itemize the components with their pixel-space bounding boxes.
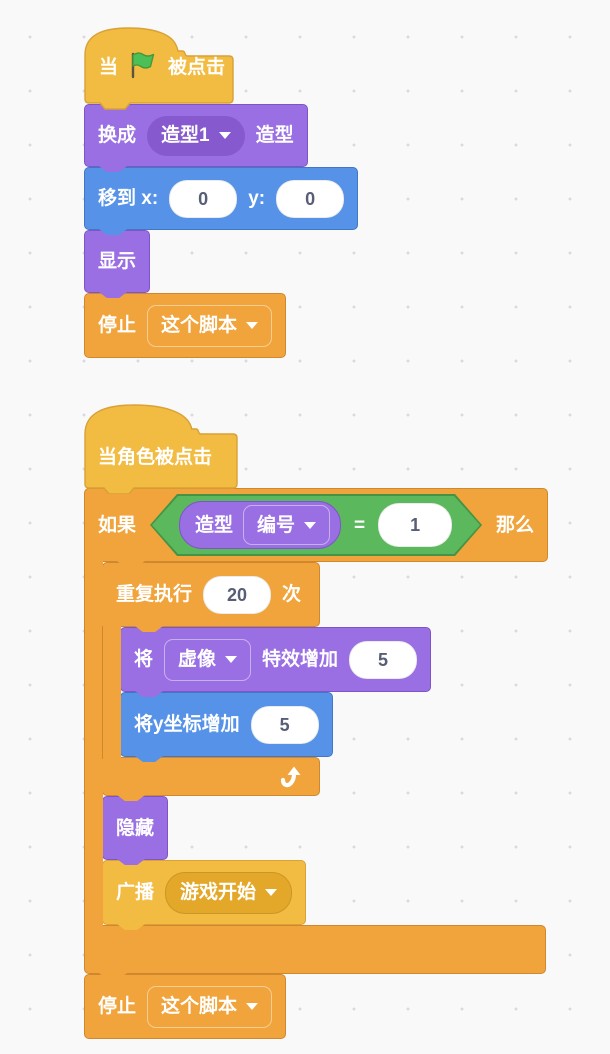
- block-tab: [135, 626, 163, 632]
- green-flag-icon: [131, 52, 155, 79]
- block-tab: [117, 561, 145, 567]
- caret-down-icon: [225, 656, 238, 663]
- label-pre: 移到 x:: [98, 188, 159, 209]
- block-broadcast[interactable]: 广播 游戏开始: [102, 860, 307, 930]
- costume-attr-dropdown[interactable]: 编号: [243, 505, 331, 545]
- label-pre: 将: [134, 649, 154, 670]
- block-when-sprite-clicked[interactable]: [84, 403, 238, 494]
- label: 隐藏: [116, 817, 155, 839]
- block-show[interactable]: 显示: [84, 230, 151, 298]
- caret-down-icon: [218, 132, 231, 139]
- label-pre: 停止: [98, 315, 137, 336]
- repeat-block-wall[interactable]: [102, 626, 121, 759]
- when-sprite-clicked-label: 当角色被点击: [98, 439, 212, 471]
- reporter-label: 造型: [195, 514, 234, 536]
- caret-down-icon: [265, 889, 278, 896]
- x-input[interactable]: 0: [169, 179, 238, 218]
- block-change-effect[interactable]: 将 虚像 特效增加 5: [120, 627, 432, 697]
- effect-dropdown[interactable]: 虚像: [164, 638, 252, 681]
- hat-shape: [84, 27, 234, 110]
- block-go-to-xy[interactable]: 移到 x: 0 y: 0: [84, 167, 359, 235]
- condition-equals[interactable]: 造型 编号 = 1: [150, 494, 482, 556]
- block-tab: [135, 756, 163, 762]
- caret-down-icon: [304, 521, 317, 529]
- label-mid: y:: [248, 188, 266, 209]
- hat-shape: [84, 404, 238, 494]
- block-tab: [99, 166, 127, 172]
- block-stop-2[interactable]: 停止 这个脚本: [84, 974, 287, 1039]
- block-tab: [99, 229, 127, 235]
- costume-dropdown-value: 造型1: [161, 125, 210, 146]
- if-block-wall[interactable]: [84, 561, 103, 927]
- stop-option-dropdown[interactable]: 这个脚本: [147, 985, 273, 1028]
- label-post: 造型: [255, 125, 294, 146]
- block-if-then-top[interactable]: 如果 造型 编号 = 1 那么: [84, 488, 549, 567]
- label: 当角色被点击: [98, 446, 213, 468]
- change-y-input[interactable]: 5: [250, 705, 319, 744]
- when-flag-clicked-label: 当 被点击: [99, 50, 225, 80]
- caret-down-icon: [246, 1003, 259, 1010]
- costume-number-reporter[interactable]: 造型 编号: [179, 501, 342, 549]
- loop-arrow-icon: [280, 766, 301, 787]
- stop-option-value: 这个脚本: [161, 996, 238, 1017]
- block-tab: [135, 691, 163, 697]
- label-post: 那么: [496, 514, 535, 536]
- block-stop[interactable]: 停止 这个脚本: [84, 293, 287, 358]
- stop-option-dropdown[interactable]: 这个脚本: [147, 304, 273, 347]
- block-tab: [117, 795, 145, 801]
- label-pre: 重复执行: [116, 584, 193, 605]
- equals-operator: =: [354, 514, 366, 536]
- label-pre: 广播: [116, 882, 155, 903]
- block-when-flag-clicked[interactable]: [84, 26, 234, 110]
- costume-attr-value: 编号: [257, 514, 296, 536]
- repeat-times-input[interactable]: 20: [203, 575, 272, 614]
- label-pre: 当: [99, 56, 119, 78]
- label-post: 被点击: [168, 56, 226, 78]
- compare-value-input[interactable]: 1: [378, 503, 453, 547]
- effect-value: 虚像: [178, 649, 217, 670]
- label-pre: 换成: [98, 125, 137, 146]
- costume-dropdown[interactable]: 造型1: [147, 115, 245, 156]
- label-post: 次: [282, 584, 302, 605]
- stop-option-value: 这个脚本: [161, 315, 238, 336]
- block-repeat-bottom[interactable]: [102, 757, 320, 801]
- block-tab: [117, 924, 145, 930]
- broadcast-message-dropdown[interactable]: 游戏开始: [165, 871, 293, 914]
- block-tab: [99, 292, 127, 298]
- block-change-y[interactable]: 将y坐标增加 5: [120, 692, 333, 762]
- block-switch-costume[interactable]: 换成 造型1 造型: [84, 104, 308, 172]
- label-pre: 如果: [98, 514, 137, 536]
- caret-down-icon: [246, 322, 259, 329]
- block-hide[interactable]: 隐藏: [102, 796, 169, 865]
- effect-amount-input[interactable]: 5: [349, 640, 418, 679]
- label-pre: 停止: [98, 996, 137, 1017]
- label: 显示: [98, 251, 137, 272]
- block-tab: [117, 859, 145, 865]
- block-repeat-top[interactable]: 重复执行 20 次: [102, 562, 320, 632]
- block-if-then-bottom[interactable]: [84, 925, 546, 979]
- broadcast-message-value: 游戏开始: [180, 882, 257, 903]
- label-pre: 将y坐标增加: [134, 714, 240, 735]
- label-post: 特效增加: [262, 649, 339, 670]
- y-input[interactable]: 0: [276, 179, 345, 218]
- block-tab: [99, 973, 127, 979]
